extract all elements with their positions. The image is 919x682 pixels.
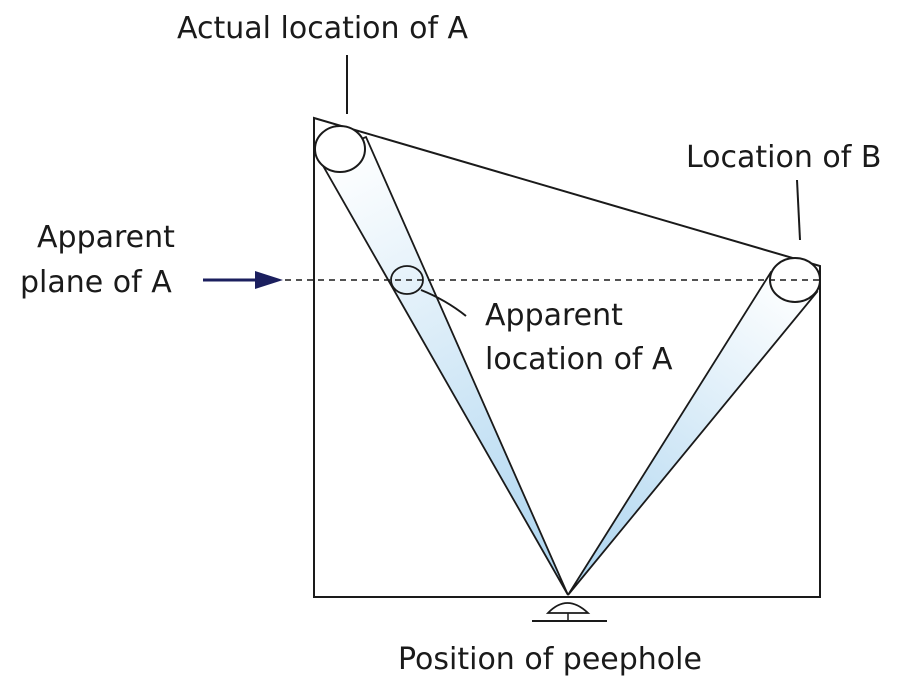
peephole-eye-icon (545, 602, 591, 614)
label-apparent-plane-line2: plane of A (20, 265, 172, 300)
label-actual-location-a: Actual location of A (177, 11, 469, 46)
room-outline (313, 116, 821, 598)
label-location-b: Location of B (686, 140, 881, 175)
label-apparent-location-line2: location of A (485, 342, 673, 377)
leader-location-b (796, 179, 801, 241)
label-apparent-location-line1: Apparent (485, 298, 623, 333)
label-peephole: Position of peephole (398, 642, 702, 677)
label-apparent-plane-line1: Apparent (37, 220, 175, 255)
actual-location-a-disc (314, 125, 366, 173)
apparent-plane-arrowhead (255, 271, 283, 289)
leader-apparent-a (420, 289, 467, 317)
